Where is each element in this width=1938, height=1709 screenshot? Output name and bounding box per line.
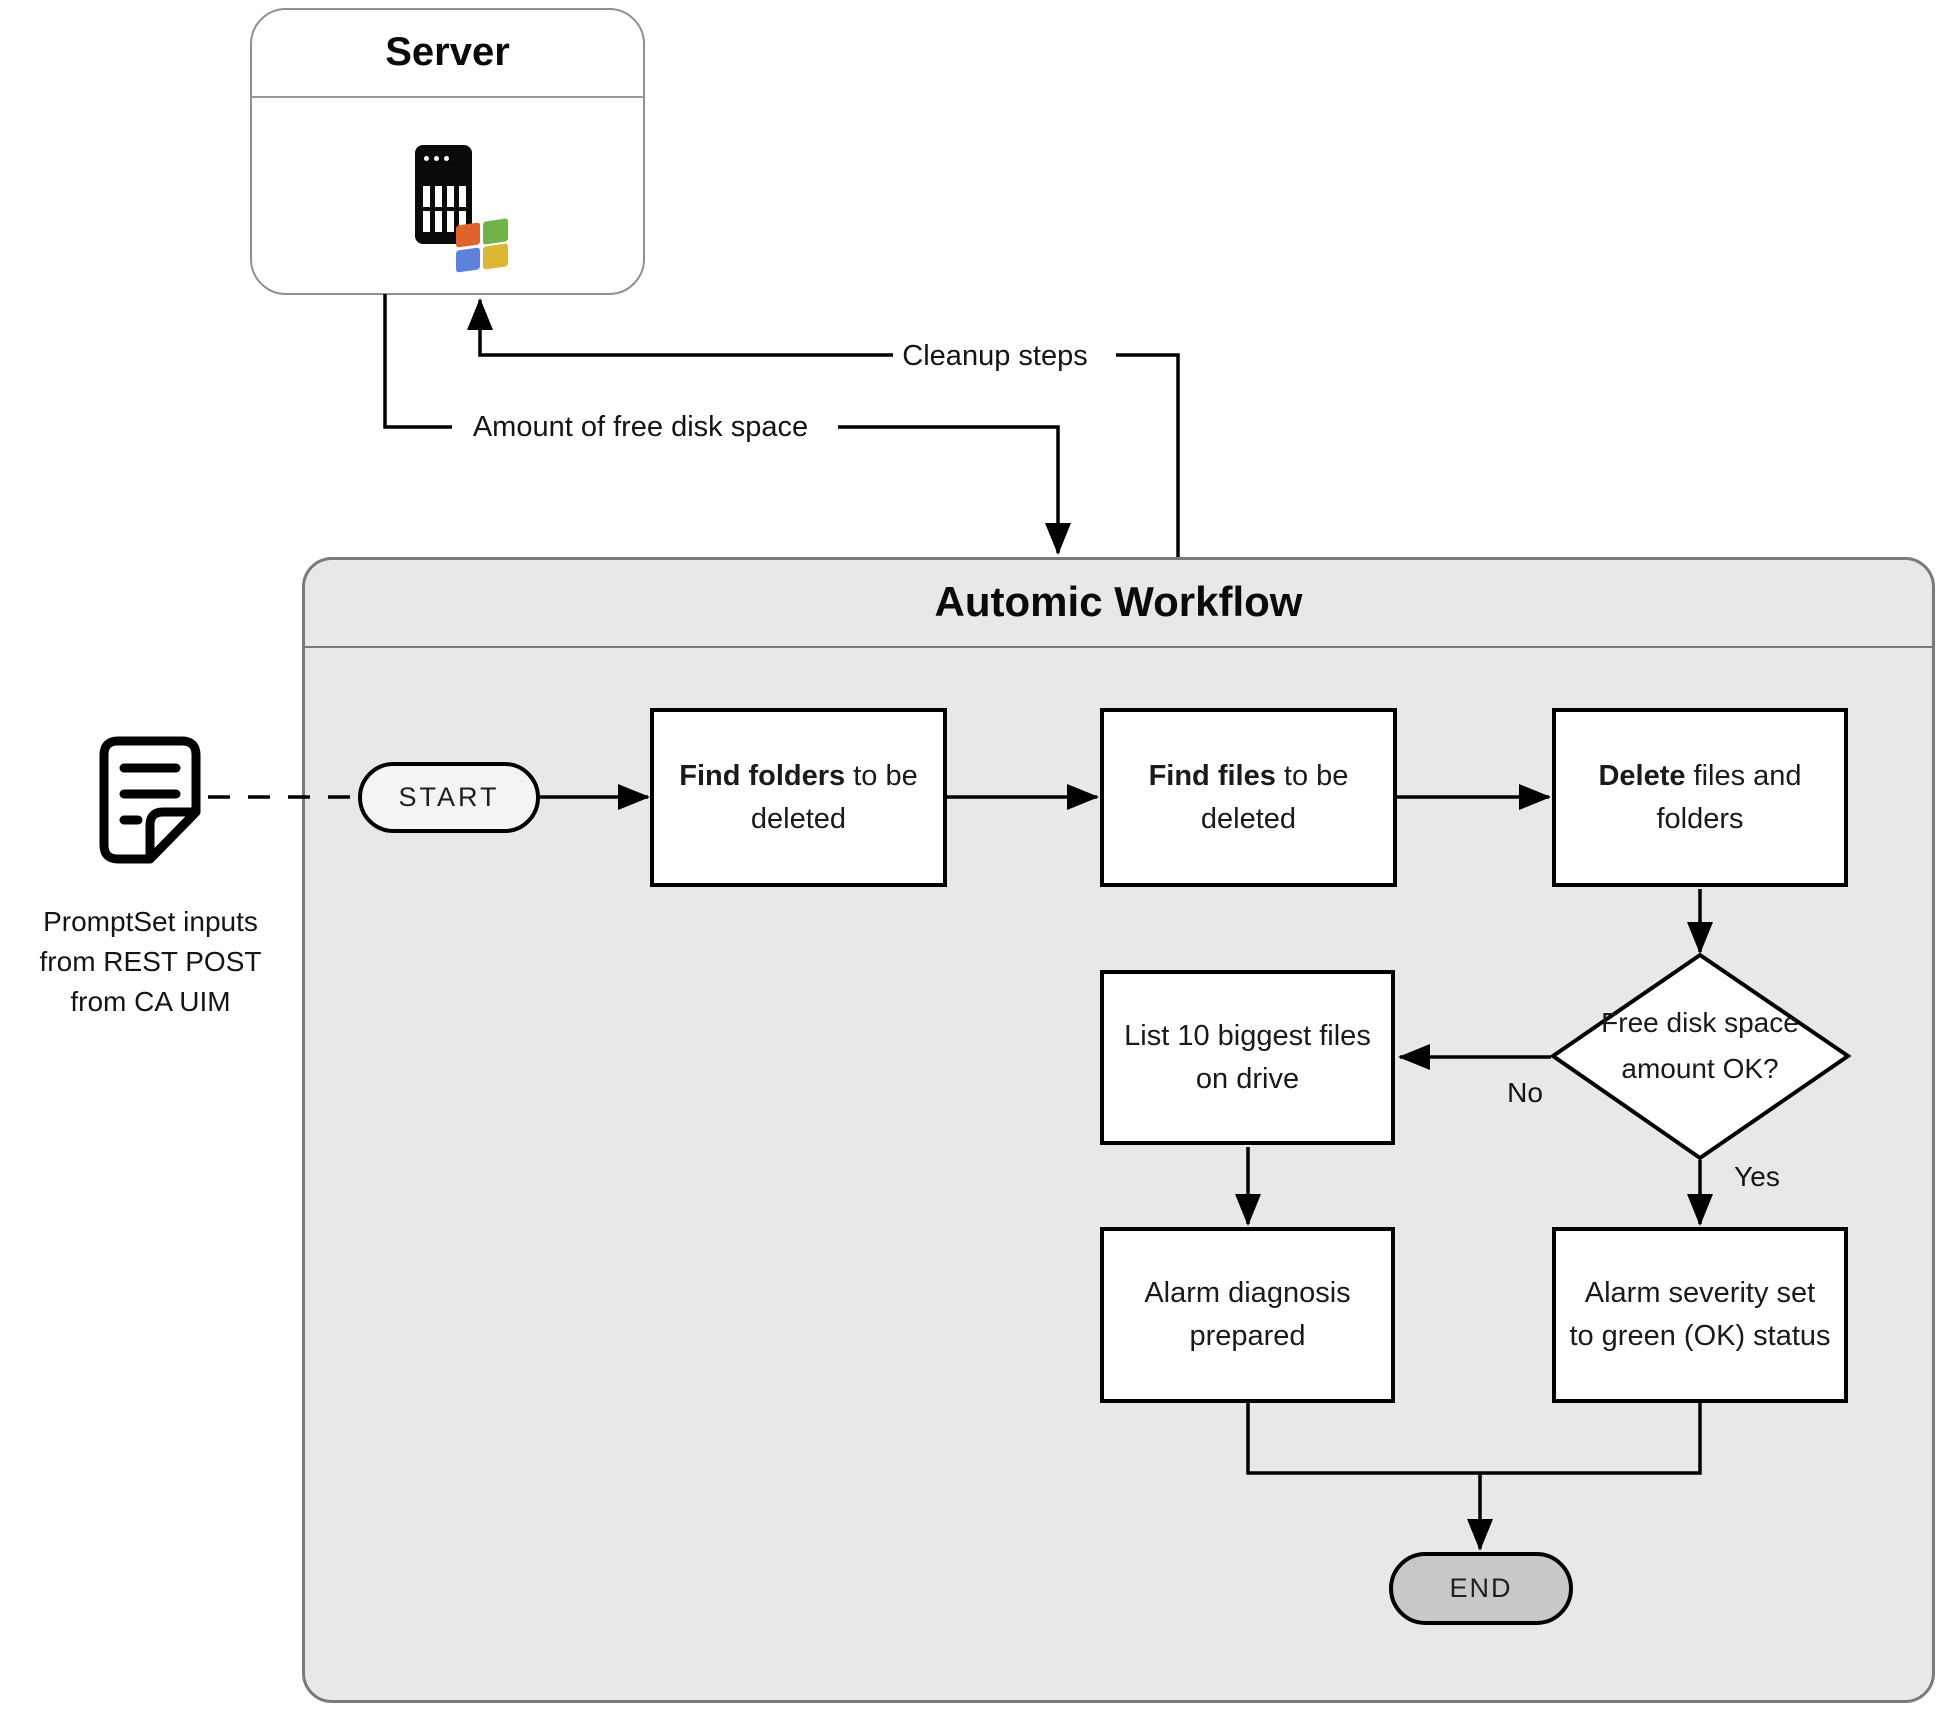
node-find-folders: Find folders to be deleted — [650, 708, 947, 887]
windows-logo-icon — [456, 218, 510, 273]
workflow-title: Automic Workflow — [934, 578, 1303, 625]
server-title-divider — [251, 96, 644, 98]
start-node: START — [358, 762, 540, 833]
node-find-files-line1: Find files to be — [1148, 759, 1349, 792]
end-label: END — [1449, 1573, 1513, 1603]
decision-no-label: No — [1507, 1077, 1543, 1108]
node-find-files: Find files to be deleted — [1100, 708, 1397, 887]
node-alarm-diagnosis-line1: Alarm diagnosis — [1144, 1277, 1351, 1309]
edge-amount-left — [383, 294, 452, 429]
node-alarm-severity: Alarm severity set to green (OK) status — [1552, 1227, 1848, 1403]
decision-line2: amount OK? — [1621, 1053, 1779, 1084]
start-label: START — [398, 782, 500, 812]
node-find-folders-line1: Find folders to be — [679, 759, 918, 792]
node-alarm-diagnosis: Alarm diagnosis prepared — [1100, 1227, 1395, 1403]
promptset-note: PromptSet inputs from REST POST from CA … — [18, 902, 283, 1022]
node-list-biggest-files-line2: on drive — [1195, 1062, 1300, 1095]
document-icon — [99, 736, 201, 864]
decision-line1: Free disk space — [1601, 1007, 1799, 1038]
decision-diamond — [1549, 952, 1852, 1161]
end-node: END — [1389, 1552, 1573, 1625]
edge-cleanup-left-arrow — [467, 298, 893, 357]
promptset-note-line2: from REST POST — [39, 946, 262, 977]
decision-yes-label: Yes — [1734, 1161, 1780, 1192]
server-title: Server — [385, 30, 510, 74]
edge-cleanup-right — [1116, 353, 1180, 557]
promptset-note-line3: from CA UIM — [70, 986, 231, 1017]
promptset-note-line1: PromptSet inputs — [43, 906, 258, 937]
workflow-title-divider — [304, 646, 1933, 648]
edge-merge — [1246, 1403, 1702, 1475]
node-find-folders-line2: deleted — [750, 802, 847, 835]
node-alarm-severity-line1: Alarm severity set — [1584, 1277, 1816, 1309]
node-list-biggest-files: List 10 biggest files on drive — [1100, 970, 1395, 1145]
edge-amount-right-arrow — [838, 425, 1071, 555]
node-alarm-severity-line2: to green (OK) status — [1569, 1320, 1831, 1352]
decision-node-text: Free disk space amount OK? — [1560, 1000, 1840, 1092]
free-disk-space-label: Amount of free disk space — [472, 411, 809, 443]
node-delete-line1: Delete files and — [1598, 759, 1802, 792]
node-delete: Delete files and folders — [1552, 708, 1848, 887]
node-alarm-diagnosis-line2: prepared — [1189, 1320, 1306, 1352]
cleanup-steps-label: Cleanup steps — [902, 340, 1088, 372]
node-list-biggest-files-line1: List 10 biggest files — [1124, 1019, 1371, 1052]
node-delete-line2: folders — [1656, 802, 1744, 835]
node-find-files-line2: deleted — [1200, 802, 1297, 835]
